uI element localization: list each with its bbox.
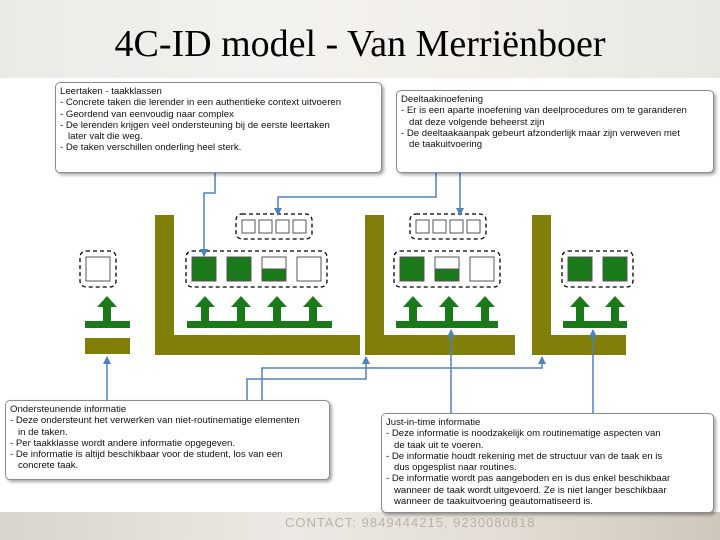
leertaken-line: later valt die weg.: [68, 131, 143, 143]
header-background: [0, 0, 720, 78]
ondersteunend-line: concrete taak.: [18, 460, 79, 472]
task-class-4: [561, 250, 634, 288]
jit-line: de taak uit te voeren.: [394, 439, 484, 451]
deeltaak-heading: Deeltaakinoefening: [401, 94, 484, 105]
task-square: [241, 219, 256, 234]
deeltaak-box: Deeltaakinoefening - Er is een aparte in…: [396, 90, 714, 173]
part-task-group-2: [409, 213, 487, 240]
connector-leertaken: [200, 172, 216, 257]
deeltaak-line: dat deze volgende beheerst zijn: [409, 116, 545, 128]
jit-line: wanneer de taakuitvoering geautomatiseer…: [394, 496, 593, 508]
footer-background: [0, 512, 720, 540]
jit-line: - De informatie wordt pas aangeboden en …: [386, 473, 671, 485]
ondersteunend-line: - Per taakklasse wordt andere informatie…: [10, 437, 236, 449]
connectors: [103, 172, 597, 413]
support-arrows-1: [85, 296, 130, 328]
task-square: [296, 256, 322, 282]
task-square: [226, 256, 252, 282]
jit-heading: Just-in-time informatie: [386, 417, 481, 428]
ondersteunend-heading: Ondersteunende informatie: [10, 404, 127, 415]
leertaken-line: - Concrete taken die lerender in een aut…: [60, 97, 342, 109]
leertaken-heading: Leertaken - taakklassen: [60, 86, 162, 97]
connector-ondersteunend-2: [246, 356, 370, 400]
support-arrows-2: [187, 296, 332, 328]
jit-line: - De informatie houdt rekening met de st…: [386, 450, 663, 462]
bracket-2: [155, 215, 360, 355]
ondersteunend-line: in de taken.: [18, 426, 68, 438]
bracket-left-bar: [85, 338, 130, 354]
task-square: [567, 256, 593, 282]
task-square: [602, 256, 628, 282]
ondersteunend-line: - De informatie is altijd beschikbaar vo…: [10, 449, 283, 461]
task-groups: [79, 213, 634, 288]
jit-box: Just-in-time informatie - Deze informati…: [381, 413, 714, 513]
task-square: [399, 256, 425, 282]
task-square: [85, 256, 111, 282]
task-square: [191, 256, 217, 282]
task-square: [469, 256, 495, 282]
support-arrows-4: [563, 296, 627, 328]
leertaken-line: - De taken verschillen onderling heel st…: [60, 142, 242, 154]
task-square: [415, 219, 430, 234]
leertaken-line: - Geordend van eenvoudig naar complex: [60, 108, 234, 120]
support-arrows-3: [396, 296, 498, 328]
task-square: [275, 219, 290, 234]
task-class-2: [185, 250, 328, 288]
part-task-group-1: [235, 213, 313, 240]
jit-line: dus opgesplist naar routines.: [394, 462, 517, 474]
leertaken-line: - De lerenden krijgen veel ondersteuning…: [60, 119, 330, 131]
bracket-3: [365, 215, 515, 355]
deeltaak-line: - De deeltaakaanpak gebeurt afzonderlijk…: [401, 127, 680, 139]
bracket-4: [532, 215, 626, 355]
page-title: 4C-ID model - Van Merriënboer: [114, 23, 606, 65]
connector-deeltaak-1: [274, 172, 437, 216]
deeltaak-line: - Er is een aparte inoefening van deelpr…: [401, 105, 687, 117]
task-square: [258, 219, 273, 234]
connector-jit-1: [261, 356, 546, 400]
task-square: [292, 219, 307, 234]
task-class-1: [79, 250, 117, 288]
task-class-2-border: [185, 250, 328, 288]
task-class-3: [393, 250, 501, 288]
leertaken-box: Leertaken - taakklassen - Concrete taken…: [55, 82, 382, 173]
deeltaak-line: de taakuitvoering: [409, 139, 483, 151]
ondersteunend-line: - Deze ondersteunt het verwerken van nie…: [10, 415, 300, 427]
jit-line: wanneer de taak wordt uitgevoerd. Ze is …: [394, 484, 667, 496]
task-square: [434, 256, 460, 282]
jit-line: - Deze informatie is noodzakelijk om rou…: [386, 428, 661, 440]
task-square: [449, 219, 464, 234]
task-square: [432, 219, 447, 234]
task-square: [261, 256, 287, 282]
task-square: [466, 219, 481, 234]
ondersteunend-box: Ondersteunende informatie - Deze onderst…: [5, 400, 330, 480]
footer-contact-text: CONTACT: 9849444215, 9230080818: [285, 515, 536, 530]
